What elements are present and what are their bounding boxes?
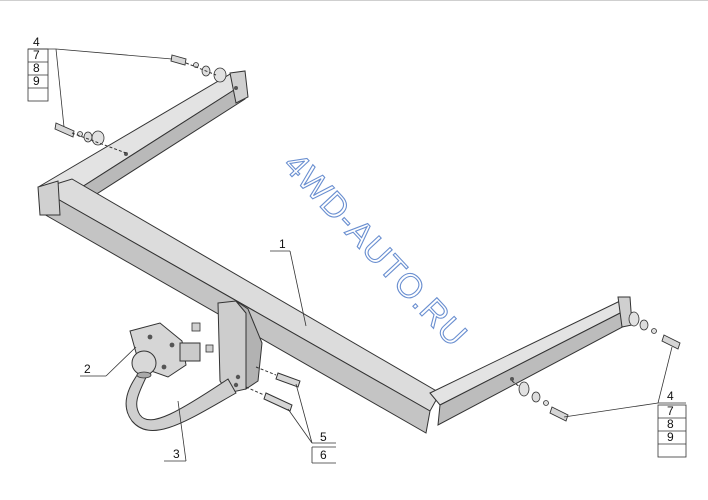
fasteners-top-left (54, 54, 227, 154)
callout-5: 5 (320, 430, 327, 444)
callout-2: 2 (84, 362, 91, 376)
callout-table-bottom-right: 4 7 8 9 (657, 389, 687, 458)
tow-ball (125, 350, 237, 431)
callout-1: 1 (279, 237, 286, 251)
table-bottom-right-cell-1: 4 (667, 389, 674, 403)
callout-3: 3 (173, 447, 180, 461)
fasteners-right (511, 311, 681, 422)
bolts-lower (245, 366, 301, 412)
table-bottom-right-cell-2: 7 (667, 404, 674, 418)
table-top-left-cell-2: 7 (33, 48, 40, 62)
table-bottom-right-cell-4: 9 (667, 430, 674, 444)
callout-table-top-left: 4 7 8 9 (27, 35, 49, 102)
table-top-left-cell-3: 8 (33, 61, 40, 75)
table-top-left-cell-1: 4 (33, 35, 40, 49)
socket-fasteners (191, 322, 214, 353)
table-top-left-cell-4: 9 (33, 74, 40, 88)
callout-6: 6 (320, 448, 327, 462)
left-side-arm (39, 70, 249, 212)
ball-mount-bracket (217, 300, 263, 394)
callout-table-5-6: 5 6 (311, 430, 336, 464)
table-bottom-right-cell-3: 8 (667, 417, 674, 431)
